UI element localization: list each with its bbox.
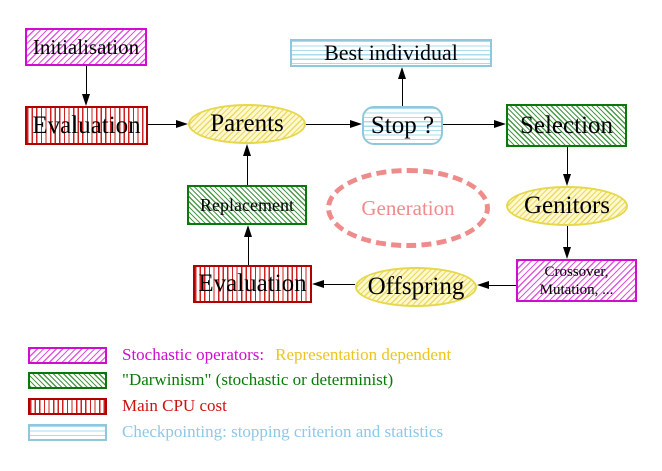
arrowhead-up-icon — [397, 67, 406, 79]
legend-item-checkpointing: Checkpointing: stopping criterion and st… — [122, 422, 443, 442]
node-genitors-label: Genitors — [523, 192, 611, 219]
node-offspring: Offspring — [355, 267, 477, 307]
arrowhead-down-icon — [562, 174, 571, 186]
node-evaluation-top-label: Evaluation — [32, 111, 141, 139]
node-crossover-label: Crossover, — [544, 263, 609, 280]
node-evaluation-bottom-label: Evaluation — [198, 270, 307, 297]
node-evaluation-bottom: Evaluation — [193, 265, 312, 303]
node-generation: Generation — [326, 168, 490, 248]
legend-swatch-stochastic — [28, 347, 107, 364]
node-replacement-label: Replacement — [200, 194, 294, 215]
legend-representation-label: Representation dependent — [275, 345, 452, 364]
legend-swatch-darwinism — [28, 372, 107, 389]
arrowhead-up-icon — [243, 225, 252, 237]
node-generation-label: Generation — [361, 195, 455, 220]
node-best-individual-label: Best individual — [324, 40, 458, 65]
node-selection: Selection — [506, 104, 627, 147]
arrowhead-up-icon — [242, 144, 251, 156]
legend-swatch-cpu-cost — [28, 398, 107, 415]
node-crossover-mutation: Crossover, Mutation, ... — [516, 259, 637, 302]
node-best-individual: Best individual — [290, 39, 492, 67]
arrowhead-left-icon — [312, 279, 324, 288]
arrowhead-down-icon — [81, 94, 90, 106]
node-offspring-label: Offspring — [367, 273, 465, 300]
node-selection-label: Selection — [519, 111, 614, 139]
legend-swatch-checkpointing — [28, 424, 107, 441]
legend-darwinism-label: "Darwinism" (stochastic or determinist) — [122, 370, 394, 389]
arrowhead-down-icon — [562, 247, 571, 259]
node-genitors: Genitors — [506, 186, 628, 226]
legend-checkpointing-label: Checkpointing: stopping criterion and st… — [122, 422, 444, 441]
arrowhead-right-icon — [350, 119, 362, 128]
node-parents-label: Parents — [210, 110, 284, 137]
node-replacement: Replacement — [187, 185, 307, 225]
node-evaluation-top: Evaluation — [25, 106, 148, 145]
legend-item-darwinism: "Darwinism" (stochastic or determinist) — [122, 370, 393, 390]
legend-stochastic-label: Stochastic operators: — [122, 345, 265, 364]
arrowhead-right-icon — [494, 119, 506, 128]
arrowhead-left-icon — [477, 280, 489, 289]
legend-item-stochastic: Stochastic operators: Representation depe… — [122, 345, 451, 365]
node-initialisation-label: Initialisation — [32, 34, 140, 59]
legend-item-cpu-cost: Main CPU cost — [122, 396, 227, 416]
node-stop-label: Stop ? — [370, 111, 435, 139]
node-stop: Stop ? — [362, 106, 443, 145]
node-initialisation: Initialisation — [25, 28, 147, 66]
node-mutation-label: Mutation, ... — [539, 281, 614, 298]
node-parents: Parents — [188, 104, 306, 144]
legend-cpu-cost-label: Main CPU cost — [122, 396, 227, 415]
arrowhead-right-icon — [176, 119, 188, 128]
